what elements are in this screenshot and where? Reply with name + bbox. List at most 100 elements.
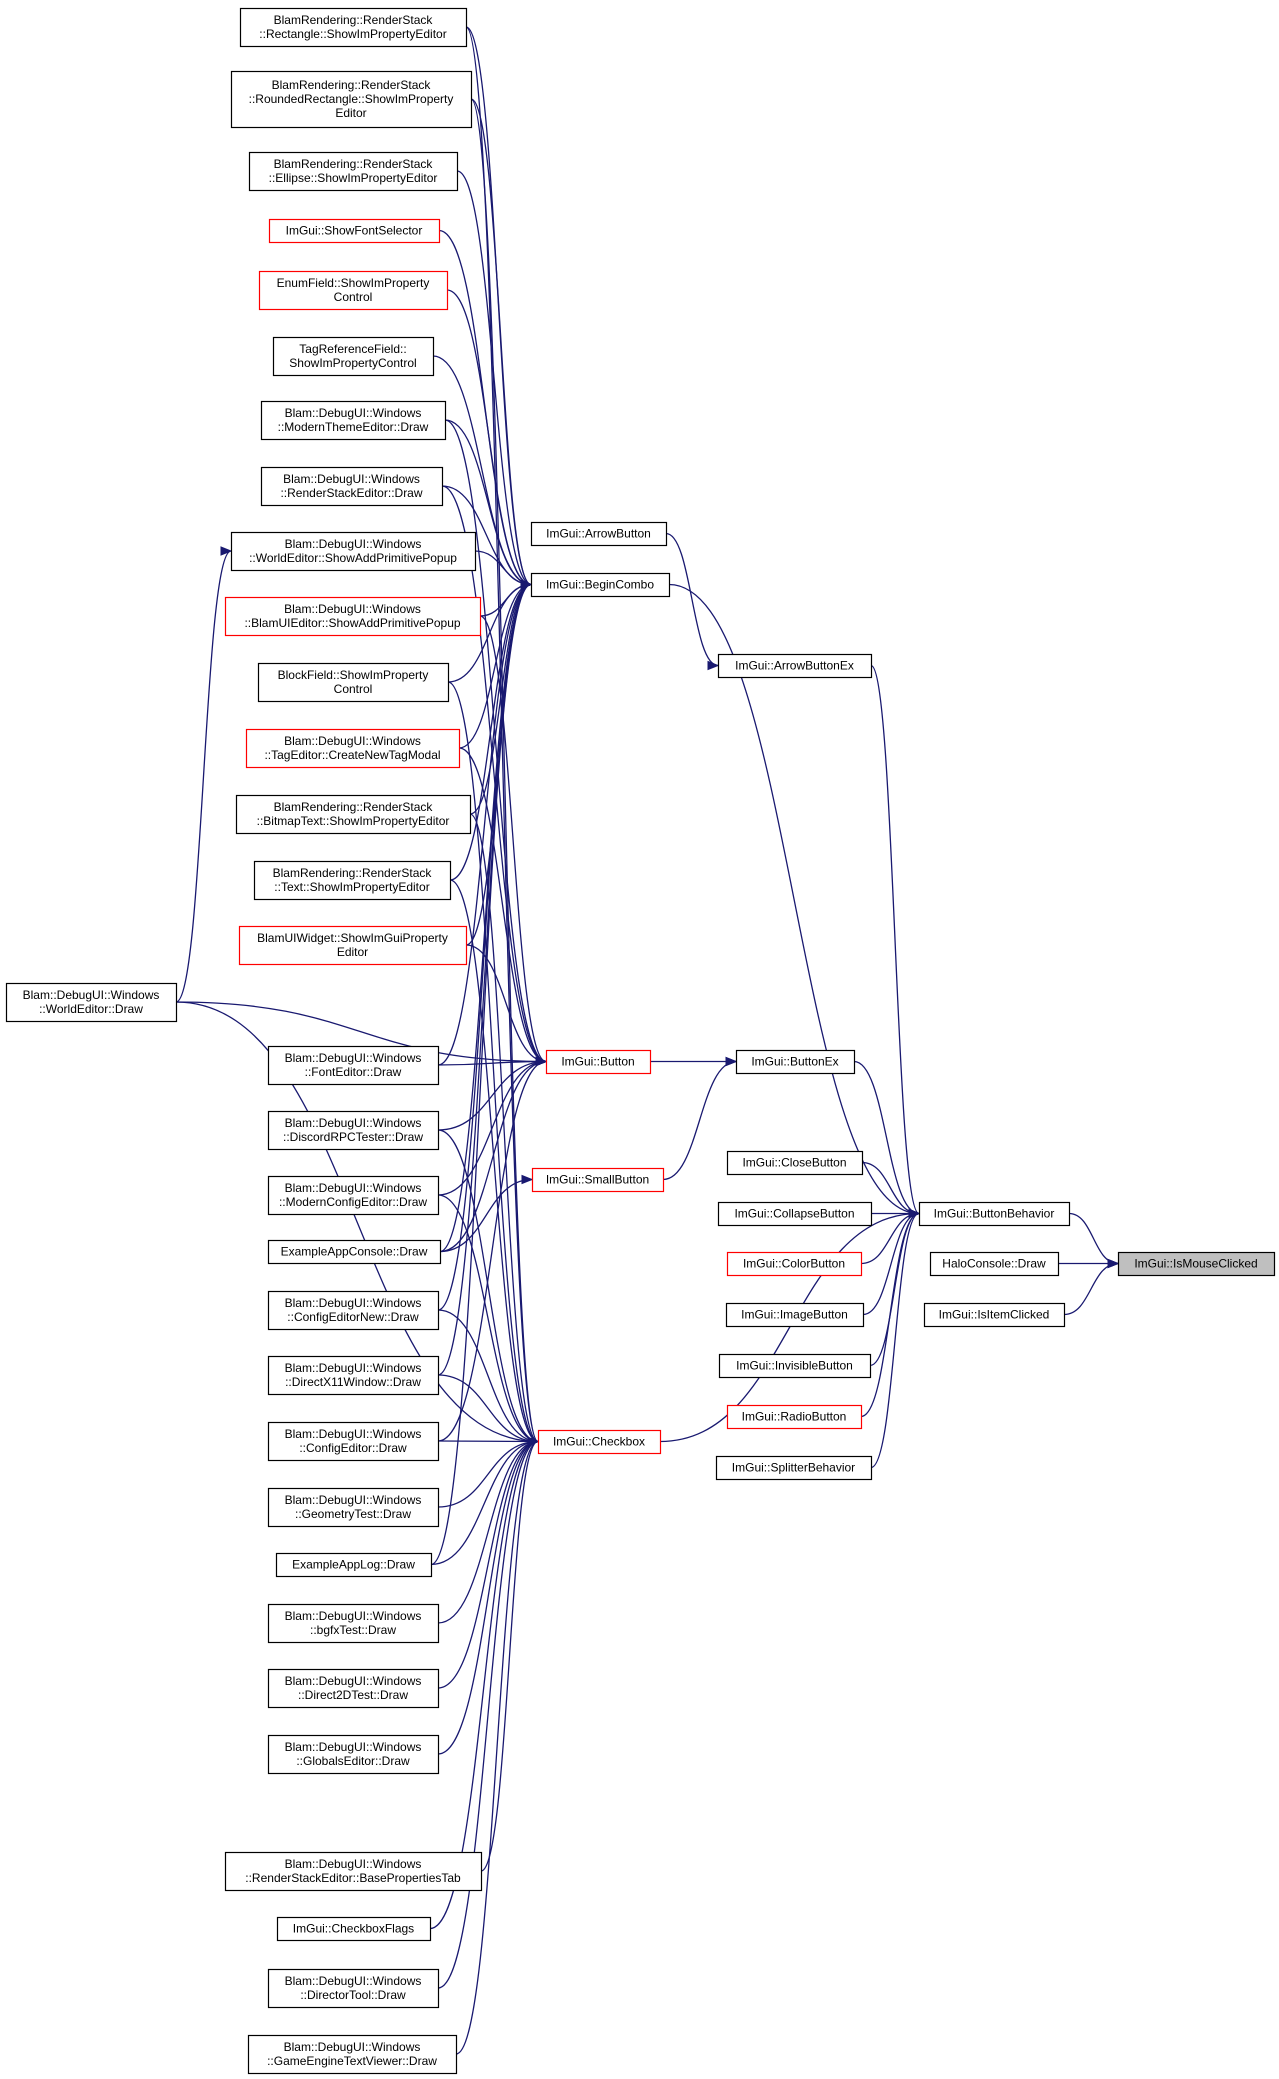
node-ismouseclicked[interactable]: ImGui::IsMouseClicked <box>1117 1251 1276 1277</box>
edge-arrowbutton-arrowbuttonex <box>665 532 719 667</box>
node-gametext[interactable]: Blam::DebugUI::Windows::GameEngineTextVi… <box>247 2034 458 2075</box>
node-box <box>267 1968 440 2009</box>
node-box <box>260 400 447 441</box>
node-isitemclicked[interactable]: ImGui::IsItemClicked <box>923 1302 1066 1328</box>
edge-arrowbuttonex-buttonbehavior <box>870 664 920 1215</box>
node-modern-config[interactable]: Blam::DebugUI::Windows::ModernConfigEdit… <box>267 1175 440 1216</box>
node-box <box>715 1455 873 1481</box>
node-imagebutton[interactable]: ImGui::ImageButton <box>725 1302 865 1328</box>
edge-geometry-checkbox <box>437 1440 539 1508</box>
node-arrowbuttonex[interactable]: ImGui::ArrowButtonEx <box>717 653 873 679</box>
node-box <box>272 336 435 377</box>
node-box <box>718 1353 872 1379</box>
edge-modern_theme-button <box>444 419 547 1063</box>
node-bgfx[interactable]: Blam::DebugUI::Windows::bgfxTest::Draw <box>267 1603 440 1644</box>
node-label: Blam::DebugUI::Windows <box>285 1674 422 1688</box>
node-checkbox[interactable]: ImGui::Checkbox <box>537 1429 662 1455</box>
node-blockfield[interactable]: BlockField::ShowImPropertyControl <box>257 662 450 703</box>
node-splitter[interactable]: ImGui::SplitterBehavior <box>715 1455 873 1481</box>
node-config-editor[interactable]: Blam::DebugUI::Windows::ConfigEditor::Dr… <box>267 1421 440 1462</box>
node-label: ::GameEngineTextViewer::Draw <box>267 2054 437 2068</box>
edge-example_log-begincombo <box>430 583 532 1566</box>
node-bitmaptext[interactable]: BlamRendering::RenderStack::BitmapText::… <box>235 794 472 835</box>
node-d2d[interactable]: Blam::DebugUI::Windows::Direct2DTest::Dr… <box>267 1668 440 1709</box>
node-text-editor[interactable]: BlamRendering::RenderStack::Text::ShowIm… <box>253 860 452 901</box>
node-rs-baseprops[interactable]: Blam::DebugUI::Windows::RenderStackEdito… <box>224 1851 483 1892</box>
node-modern-theme[interactable]: Blam::DebugUI::Windows::ModernThemeEdito… <box>260 400 447 441</box>
node-label: ::ConfigEditorNew::Draw <box>287 1310 419 1324</box>
node-box <box>245 728 461 769</box>
edge-arrowhead <box>521 1174 534 1185</box>
node-blamui-add-prim[interactable]: Blam::DebugUI::Windows::BlamUIEditor::Sh… <box>224 596 482 637</box>
node-geometry[interactable]: Blam::DebugUI::Windows::GeometryTest::Dr… <box>267 1487 440 1528</box>
node-tagref[interactable]: TagReferenceField::ShowImPropertyControl <box>272 336 435 377</box>
node-closebutton[interactable]: ImGui::CloseButton <box>726 1150 864 1176</box>
edge-radiobutton-buttonbehavior <box>860 1212 920 1418</box>
node-show-font-selector[interactable]: ImGui::ShowFontSelector <box>268 218 441 244</box>
edge-dx11-checkbox <box>437 1374 539 1443</box>
node-label: ::RenderStackEditor::Draw <box>280 486 422 500</box>
node-smallbutton[interactable]: ImGui::SmallButton <box>531 1167 665 1193</box>
node-director[interactable]: Blam::DebugUI::Windows::DirectorTool::Dr… <box>267 1968 440 2009</box>
node-label: ::GeometryTest::Draw <box>295 1507 411 1521</box>
node-rrect-editor[interactable]: BlamRendering::RenderStack::RoundedRecta… <box>230 70 473 129</box>
node-label: Blam::DebugUI::Windows <box>285 537 422 551</box>
node-label: ImGui::ShowFontSelector <box>286 224 423 238</box>
node-colorbutton[interactable]: ImGui::ColorButton <box>726 1251 863 1277</box>
node-label: ::Text::ShowImPropertyEditor <box>274 880 429 894</box>
edge-director-checkbox <box>437 1440 539 1989</box>
node-buttonex[interactable]: ImGui::ButtonEx <box>735 1049 856 1075</box>
node-box <box>235 794 472 835</box>
node-label: ::ModernThemeEditor::Draw <box>278 420 429 434</box>
node-box <box>275 1552 433 1578</box>
node-begincombo[interactable]: ImGui::BeginCombo <box>530 572 671 598</box>
node-config-new[interactable]: Blam::DebugUI::Windows::ConfigEditorNew:… <box>267 1290 440 1331</box>
node-label: ::BitmapText::ShowImPropertyEditor <box>257 814 450 828</box>
node-buttonbehavior[interactable]: ImGui::ButtonBehavior <box>918 1201 1071 1227</box>
node-label: ::DirectorTool::Draw <box>300 1988 406 2002</box>
node-checkboxflags[interactable]: ImGui::CheckboxFlags <box>276 1916 432 1942</box>
node-example-log[interactable]: ExampleAppLog::Draw <box>275 1552 433 1578</box>
edge-enumfield-begincombo <box>446 289 532 586</box>
node-box <box>717 653 873 679</box>
edge-arrowhead <box>220 546 233 556</box>
node-label: ImGui::Checkbox <box>553 1435 645 1449</box>
node-tageditor-modal[interactable]: Blam::DebugUI::Windows::TagEditor::Creat… <box>245 728 461 769</box>
node-box <box>929 1251 1060 1277</box>
node-arrowbutton[interactable]: ImGui::ArrowButton <box>530 521 668 547</box>
node-haloconsole[interactable]: HaloConsole::Draw <box>929 1251 1060 1277</box>
node-discord[interactable]: Blam::DebugUI::Windows::DiscordRPCTester… <box>267 1110 440 1151</box>
node-label: ImGui::ImageButton <box>741 1308 848 1322</box>
node-rect-editor[interactable]: BlamRendering::RenderStack::Rectangle::S… <box>239 7 468 48</box>
node-label: Blam::DebugUI::Windows <box>285 1116 422 1130</box>
edge-arrowhead <box>1107 1258 1120 1269</box>
node-box <box>230 70 473 129</box>
edge-checkboxflags-checkbox <box>429 1440 539 1930</box>
node-button[interactable]: ImGui::Button <box>545 1049 652 1075</box>
node-label: Control <box>334 682 373 696</box>
node-label: BlamUIWidget::ShowImGuiProperty <box>257 931 448 945</box>
node-radiobutton[interactable]: ImGui::RadioButton <box>726 1404 863 1430</box>
edge-d2d-checkbox <box>437 1440 539 1689</box>
node-enumfield[interactable]: EnumField::ShowImPropertyControl <box>258 270 449 311</box>
node-ellipse-editor[interactable]: BlamRendering::RenderStack::Ellipse::Sho… <box>248 151 459 192</box>
edge-arrowhead <box>535 1056 548 1067</box>
node-invisiblebutton[interactable]: ImGui::InvisibleButton <box>718 1353 872 1379</box>
node-collapsebutton[interactable]: ImGui::CollapseButton <box>717 1201 873 1227</box>
node-dx11[interactable]: Blam::DebugUI::Windows::DirectX11Window:… <box>267 1355 440 1396</box>
node-label: ImGui::BeginCombo <box>546 578 654 592</box>
node-world-add-prim[interactable]: Blam::DebugUI::Windows::WorldEditor::Sho… <box>230 531 477 572</box>
node-box <box>267 1668 440 1709</box>
node-box <box>247 2034 458 2075</box>
node-font-editor[interactable]: Blam::DebugUI::Windows::FontEditor::Draw <box>267 1045 440 1086</box>
node-label: BlamRendering::RenderStack <box>273 866 433 880</box>
node-example-console[interactable]: ExampleAppConsole::Draw <box>267 1239 442 1265</box>
node-label: ::WorldEditor::ShowAddPrimitivePopup <box>249 551 457 565</box>
node-world-draw[interactable]: Blam::DebugUI::Windows::WorldEditor::Dra… <box>5 982 178 1023</box>
node-label: ::RoundedRectangle::ShowImProperty <box>249 92 454 106</box>
edge-font_editor-begincombo <box>437 583 532 1066</box>
node-globals[interactable]: Blam::DebugUI::Windows::GlobalsEditor::D… <box>267 1734 440 1775</box>
node-renderstack-editor[interactable]: Blam::DebugUI::Windows::RenderStackEdito… <box>260 466 444 507</box>
